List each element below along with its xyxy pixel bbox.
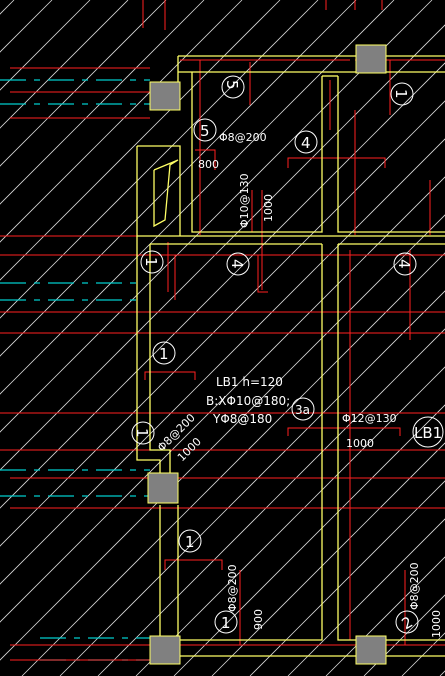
dimension-label: 1000 [262, 194, 275, 222]
hatch-line [0, 0, 319, 319]
rebar-marker-circle [221, 75, 245, 99]
rebar-marker-circle [140, 250, 164, 274]
window-opening [153, 159, 179, 228]
column [355, 635, 387, 665]
rebar-number-label: 1 [392, 89, 410, 99]
hatch-line [0, 0, 15, 15]
rebar-spec-label: Φ12@130 [342, 412, 397, 425]
wall-outline [136, 146, 150, 237]
hatch-line [325, 556, 445, 676]
hatch-line [97, 328, 445, 676]
rebar-bend [287, 157, 386, 168]
rebar-marker-circle [291, 397, 315, 421]
rebar-marker-circle [226, 252, 250, 276]
slab-tag-label: LB1 [414, 424, 442, 442]
slab-y-rebar-label: YΦ8@180 [212, 412, 272, 426]
hatch-line [0, 0, 357, 357]
wall-outline [337, 244, 445, 641]
hatch-line [0, 0, 53, 53]
hatch-line [249, 480, 445, 676]
wall-outline [149, 244, 171, 473]
rebar-bend [164, 559, 223, 570]
rebar-marker-circle [131, 421, 155, 445]
rebar-number-label: 4 [301, 134, 311, 152]
hatch-line [21, 252, 445, 676]
rebar-number-label: 1 [221, 614, 231, 632]
column [149, 81, 181, 111]
rebar-bend [144, 371, 196, 380]
wall-outline [191, 72, 323, 233]
hatch-line [0, 0, 243, 243]
hatch-line [0, 0, 281, 281]
rebar-marker-circle [193, 118, 217, 142]
wall-outline [180, 244, 323, 641]
hatch-line [0, 0, 205, 205]
slab-name-label: LB1 h=120 [216, 375, 283, 389]
rebar-spec-label: Φ8@200 [408, 562, 421, 610]
rebar-spec-label: Φ10@130 [238, 173, 251, 228]
rebar-number-label: 4 [228, 259, 246, 269]
dimension-label: 800 [198, 158, 219, 171]
hatch-line [0, 0, 433, 433]
rebar-number-label: 5 [200, 122, 210, 140]
rebar-marker-circle [395, 610, 419, 634]
rebar-marker-circle [393, 252, 417, 276]
column [147, 472, 179, 504]
rebar-spec-label: Φ8@200 [219, 131, 267, 144]
rebar-marker-circle [412, 416, 444, 448]
wall-outline [137, 145, 181, 236]
dimension-label: 900 [252, 609, 265, 630]
hatch-line [0, 0, 167, 167]
column [149, 635, 181, 665]
wall-outline [136, 236, 161, 473]
hatch-line [0, 0, 91, 91]
wall-outline [337, 76, 445, 233]
hatch-line [173, 404, 445, 676]
distribution-rebars [0, 0, 445, 661]
hatch-line [287, 518, 445, 676]
rebar-marker-circle [214, 610, 238, 634]
hatch-line [135, 366, 445, 676]
rebar-number-label: 2 [399, 613, 416, 633]
rebar-bend [195, 149, 216, 170]
hatch-line [211, 442, 445, 676]
rebar-marker-circle [294, 130, 318, 154]
wall-outlines [136, 55, 445, 657]
rebar-marker-circle [178, 529, 202, 553]
rebar-spec-label: Φ8@200 [226, 564, 239, 612]
rebar-bend [287, 427, 401, 436]
rebar-number-label: 3a [295, 403, 310, 417]
rebar-number-label: 1 [185, 533, 195, 551]
columns [147, 44, 387, 665]
rebar-bend [257, 255, 268, 293]
dimension-label: 1000 [346, 437, 374, 450]
rebar-marker-circle [390, 82, 414, 106]
rebar-marker-circle [152, 341, 176, 365]
rebar-number-label: 1 [159, 345, 169, 363]
rebar-markers [131, 75, 444, 634]
slab-bottom-rebar-label: B:XΦ10@180; [206, 394, 290, 408]
hatch-line [0, 0, 129, 129]
hatch-line [59, 290, 445, 676]
rebar-number-label: 5 [223, 80, 241, 90]
rebar-number-label: 1 [133, 428, 151, 438]
rebar-number-label: 1 [142, 257, 160, 267]
column [355, 44, 387, 74]
dimension-label: 1000 [430, 610, 443, 638]
rebar-number-label: 4 [395, 259, 413, 269]
hatch-line [0, 0, 395, 395]
